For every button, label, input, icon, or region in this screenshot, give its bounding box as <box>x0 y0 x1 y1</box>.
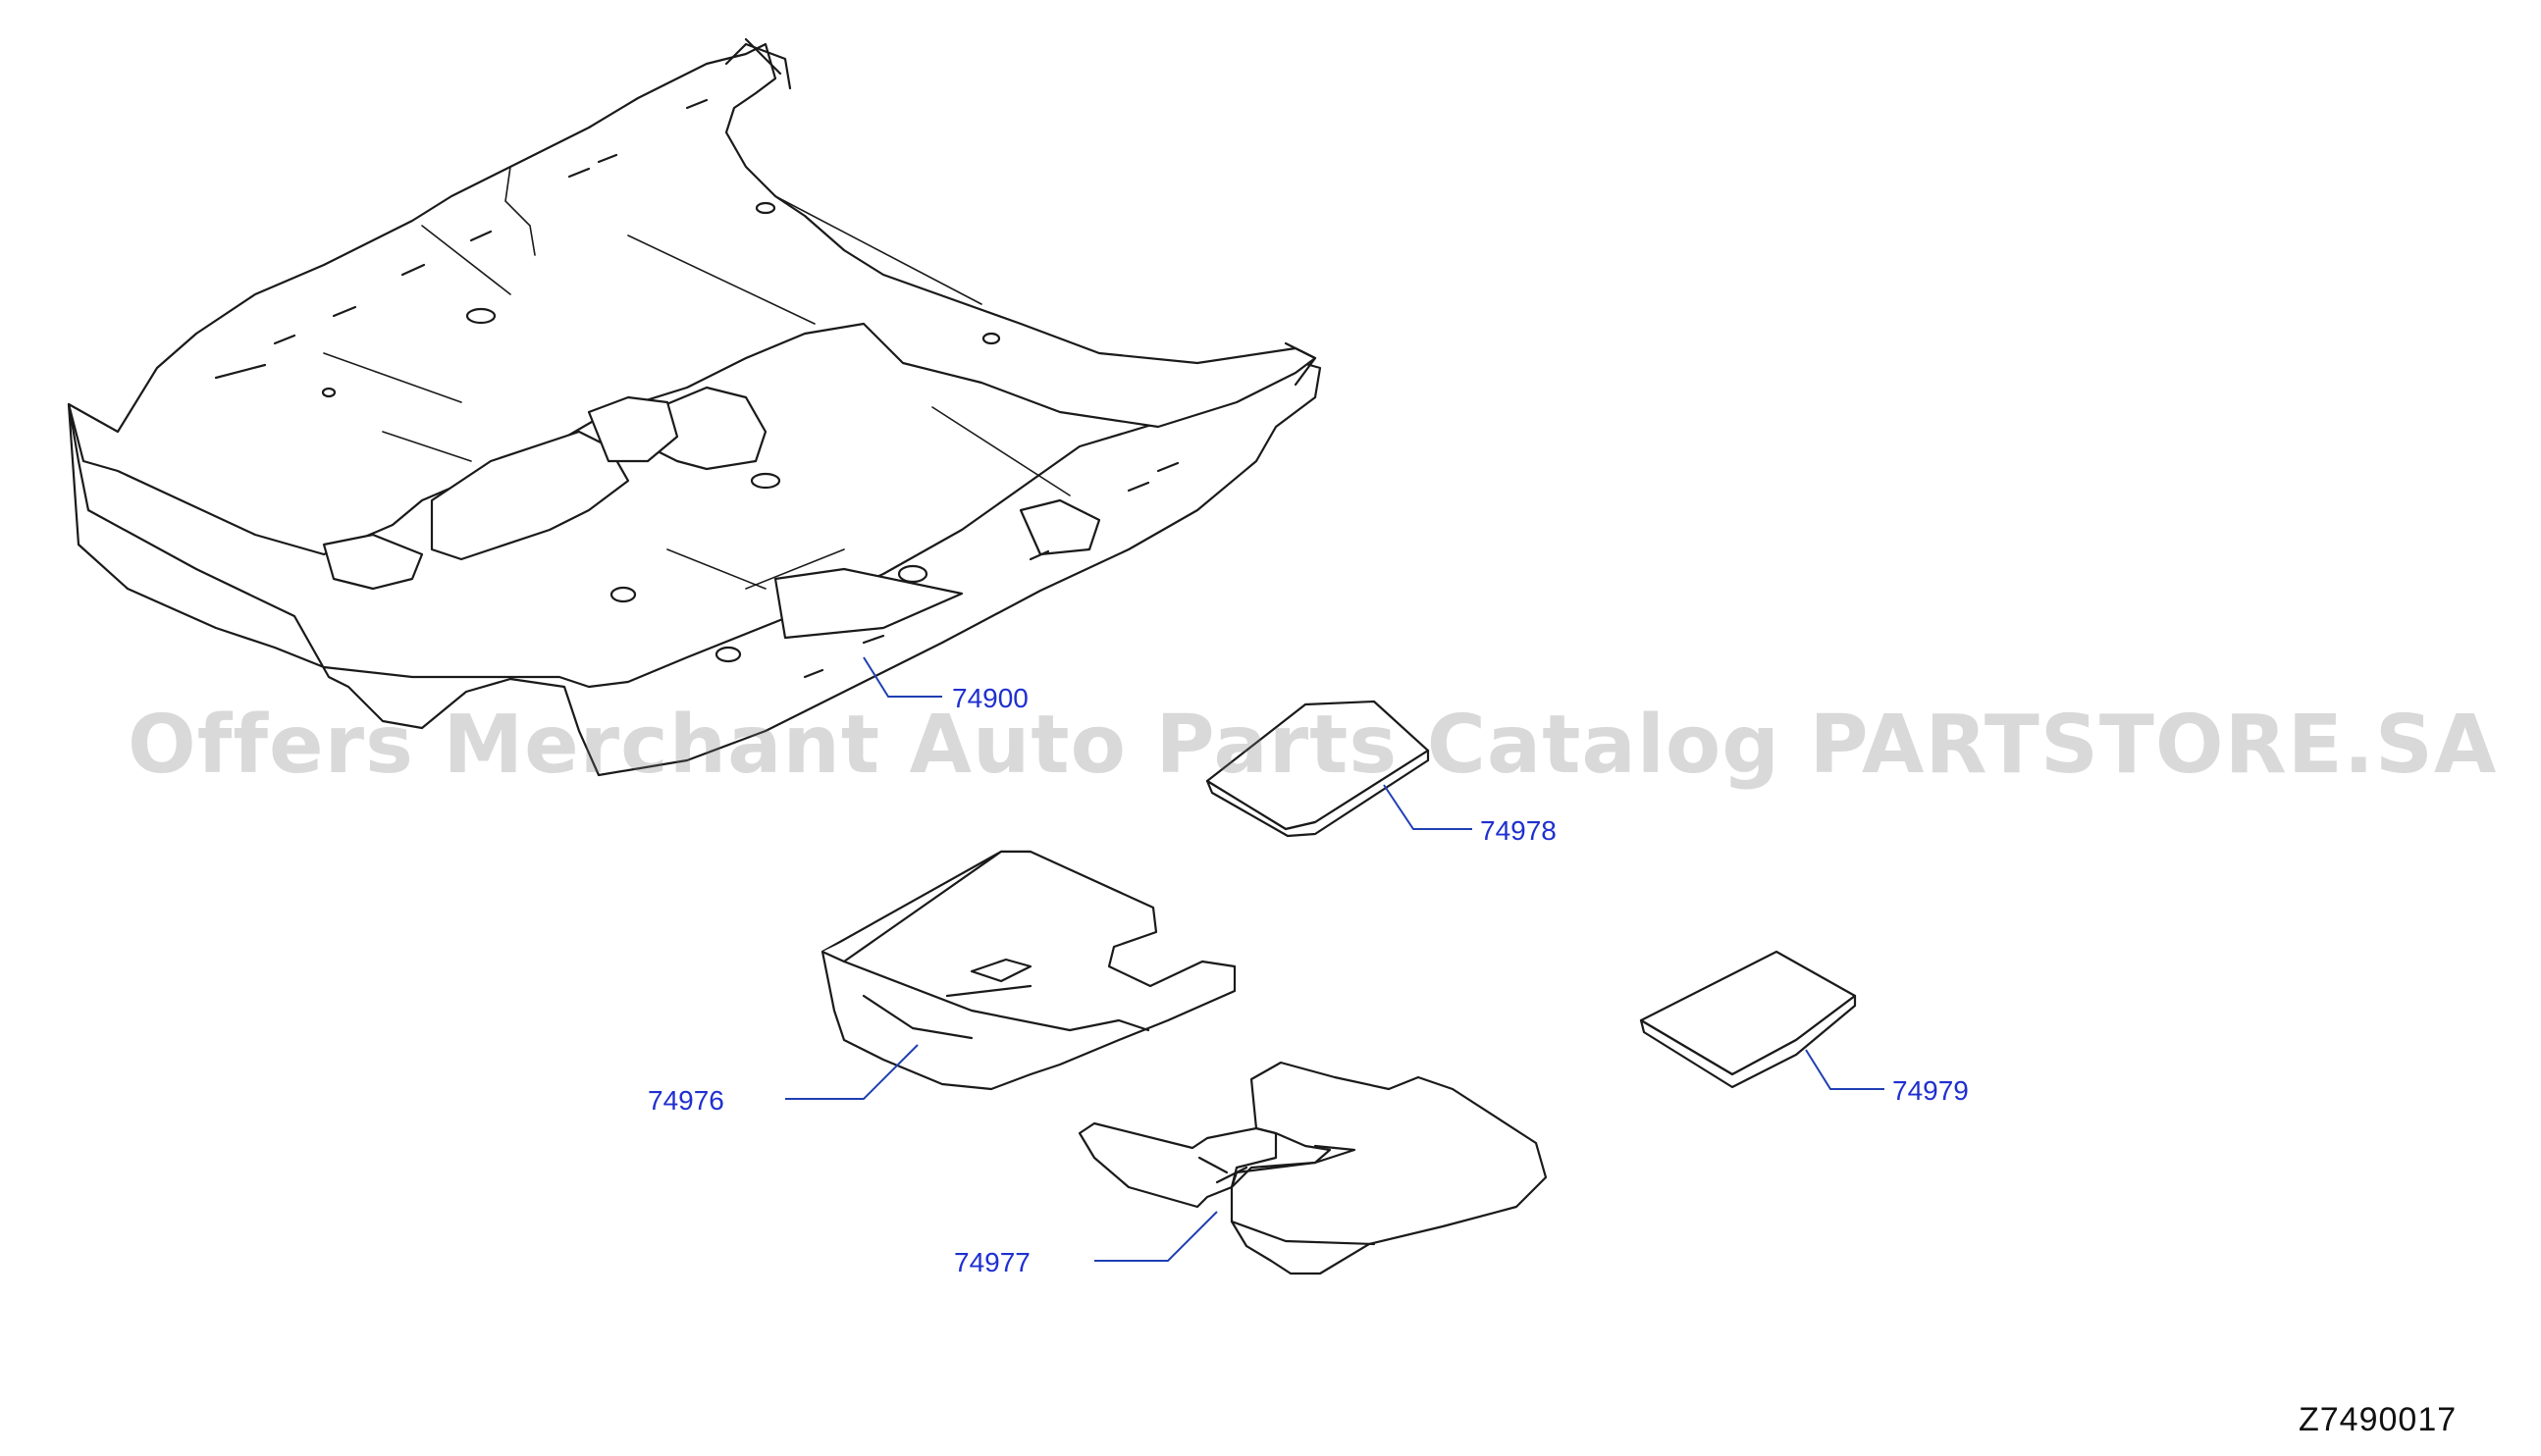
callout-74979[interactable]: 74979 <box>1892 1075 1969 1106</box>
floor-carpet-74900[interactable] <box>67 37 1322 777</box>
callout-74978[interactable]: 74978 <box>1480 815 1557 846</box>
diagram-code: Z7490017 <box>2299 1401 2458 1438</box>
leader-74979 <box>1805 1049 1884 1090</box>
leader-74977 <box>1094 1211 1218 1262</box>
mat-74979[interactable] <box>1639 950 1857 1089</box>
mat-74978[interactable] <box>1205 700 1430 838</box>
mat-74976[interactable] <box>821 850 1237 1091</box>
leader-74976 <box>785 1044 919 1100</box>
mat-74977[interactable] <box>1078 1061 1548 1275</box>
leader-74978 <box>1383 784 1472 830</box>
callout-74900[interactable]: 74900 <box>952 683 1029 713</box>
leader-74900 <box>863 656 942 698</box>
callout-74976[interactable]: 74976 <box>648 1085 724 1116</box>
callout-74977[interactable]: 74977 <box>954 1247 1031 1277</box>
